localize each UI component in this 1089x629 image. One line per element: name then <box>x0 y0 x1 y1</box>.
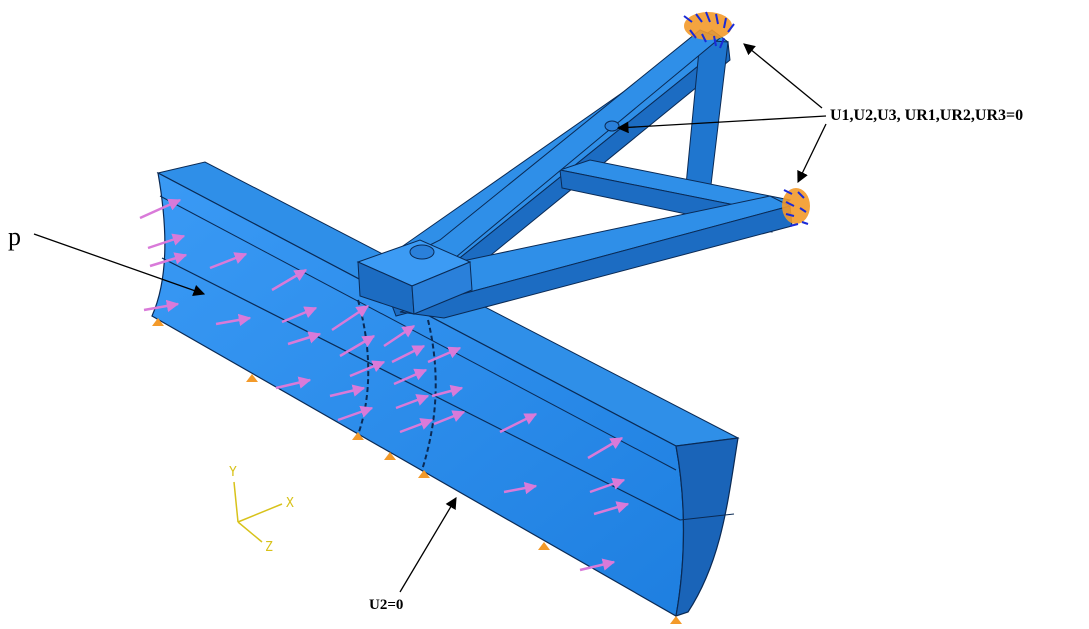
load-arrow <box>337 405 374 422</box>
blade-stiffener-upper <box>159 195 677 471</box>
load-arrow <box>589 477 626 494</box>
support-marker <box>384 452 396 460</box>
blade-end-face <box>675 437 739 617</box>
arrow-p <box>33 233 206 297</box>
fixed-support-top <box>683 11 735 49</box>
support-marker <box>538 542 550 550</box>
load-arrow <box>147 233 186 250</box>
load-arrow <box>287 331 322 346</box>
load-arrow <box>427 346 462 364</box>
frame-hub-bolt <box>409 244 435 260</box>
triad-x-label: X <box>286 496 294 511</box>
load-arrow <box>395 394 430 410</box>
a-frame <box>356 29 793 319</box>
symmetry-bc-label: U2=0 <box>369 597 404 613</box>
support-marker <box>246 374 258 382</box>
load-arrow <box>393 368 428 386</box>
triad-y-label: Y <box>229 465 237 480</box>
load-arrow <box>331 304 370 332</box>
blade-stiffener-lower <box>161 257 681 521</box>
arrow-bc-right <box>797 123 827 184</box>
load-arrow <box>215 313 252 327</box>
load-arrow <box>399 418 434 434</box>
support-marker <box>152 318 164 326</box>
arrow-u2 <box>399 496 457 593</box>
load-arrow <box>587 436 624 460</box>
load-arrow <box>433 410 466 426</box>
load-arrow <box>275 376 312 390</box>
load-arrow <box>143 299 180 313</box>
bottom-supports <box>152 318 682 624</box>
annotation-arrows <box>33 43 827 593</box>
load-arrow <box>593 501 630 516</box>
load-arrow <box>391 344 426 364</box>
mount-pin <box>604 120 620 132</box>
pressure-label: p <box>8 222 21 251</box>
load-arrow <box>149 252 188 268</box>
load-arrow <box>271 268 308 292</box>
support-marker <box>418 470 430 478</box>
triad-z-label: Z <box>265 540 273 555</box>
support-marker <box>352 432 364 440</box>
load-arrow <box>349 360 386 378</box>
fixed-support-right <box>782 188 810 227</box>
load-arrow <box>431 384 464 398</box>
load-arrow <box>503 481 538 495</box>
support-marker <box>670 616 682 624</box>
frame-hub-front <box>411 261 473 315</box>
load-arrow <box>281 306 318 324</box>
load-arrow <box>209 252 248 270</box>
load-arrow <box>139 198 182 220</box>
load-arrow <box>339 334 376 358</box>
coordinate-triad: Y X Z <box>229 465 294 555</box>
fixed-bc-label: U1,U2,U3, UR1,UR2,UR3=0 <box>830 107 1024 124</box>
load-arrow <box>579 558 616 572</box>
pressure-load-arrows <box>139 198 630 572</box>
load-arrow <box>383 324 416 348</box>
load-arrow <box>499 412 538 434</box>
arrow-bc-pin <box>616 115 827 134</box>
blade-stiffener-end <box>679 513 735 521</box>
load-arrow <box>329 384 366 398</box>
arrow-bc-top <box>743 43 823 109</box>
